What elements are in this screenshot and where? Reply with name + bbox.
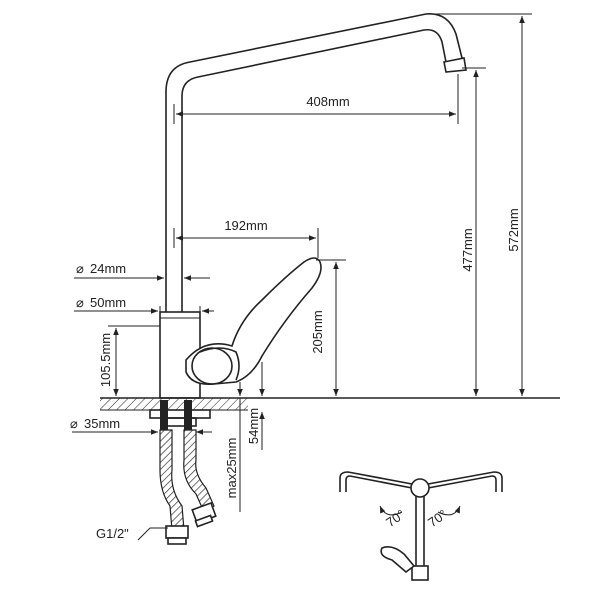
- rotation-top-view: 70° 70°: [339, 471, 503, 581]
- base-diameter-symbol: ⌀: [70, 416, 78, 431]
- dim-connection-thread: G1/2": [96, 526, 168, 541]
- outlet-height-label: 477mm: [460, 228, 475, 271]
- mounting-shank: [149, 400, 211, 430]
- base-diameter-label: 35mm: [84, 416, 120, 431]
- dim-counter-thickness: max25mm: [224, 382, 243, 512]
- lever-handle: [185, 257, 322, 386]
- pipe-diameter-symbol: ⌀: [76, 261, 84, 276]
- body-diameter-symbol: ⌀: [76, 295, 84, 310]
- pipe-diameter-label: 24mm: [90, 261, 126, 276]
- dim-spout-reach: 408mm: [173, 74, 459, 124]
- dim-lever-height: 205mm: [310, 259, 346, 396]
- counter-top: [100, 397, 560, 411]
- flexible-hoses: [159, 429, 217, 545]
- dim-body-height: 105.5mm: [98, 325, 160, 396]
- rotation-right-angle: 70°: [425, 507, 450, 531]
- dim-lever-length: 192mm: [173, 218, 319, 258]
- counter-thickness-label: max25mm: [224, 438, 239, 499]
- total-height-label: 572mm: [506, 208, 521, 251]
- connection-thread-label: G1/2": [96, 526, 129, 541]
- shank-length-label: 54mm: [246, 408, 261, 444]
- dim-outlet-height: 477mm: [460, 67, 486, 396]
- dim-total-height: 572mm: [430, 13, 532, 399]
- spout-reach-label: 408mm: [306, 94, 349, 109]
- dim-pipe-diameter: ⌀ 24mm: [74, 261, 210, 281]
- dim-base-diameter: ⌀ 35mm: [70, 416, 212, 435]
- dim-shank-length: 54mm: [246, 362, 265, 450]
- body-diameter-label: 50mm: [90, 295, 126, 310]
- lever-length-label: 192mm: [224, 218, 267, 233]
- lever-height-label: 205mm: [310, 310, 325, 353]
- dim-body-diameter: ⌀ 50mm: [74, 295, 214, 316]
- body-height-label: 105.5mm: [98, 333, 113, 387]
- rotation-left-angle: 70°: [383, 507, 408, 531]
